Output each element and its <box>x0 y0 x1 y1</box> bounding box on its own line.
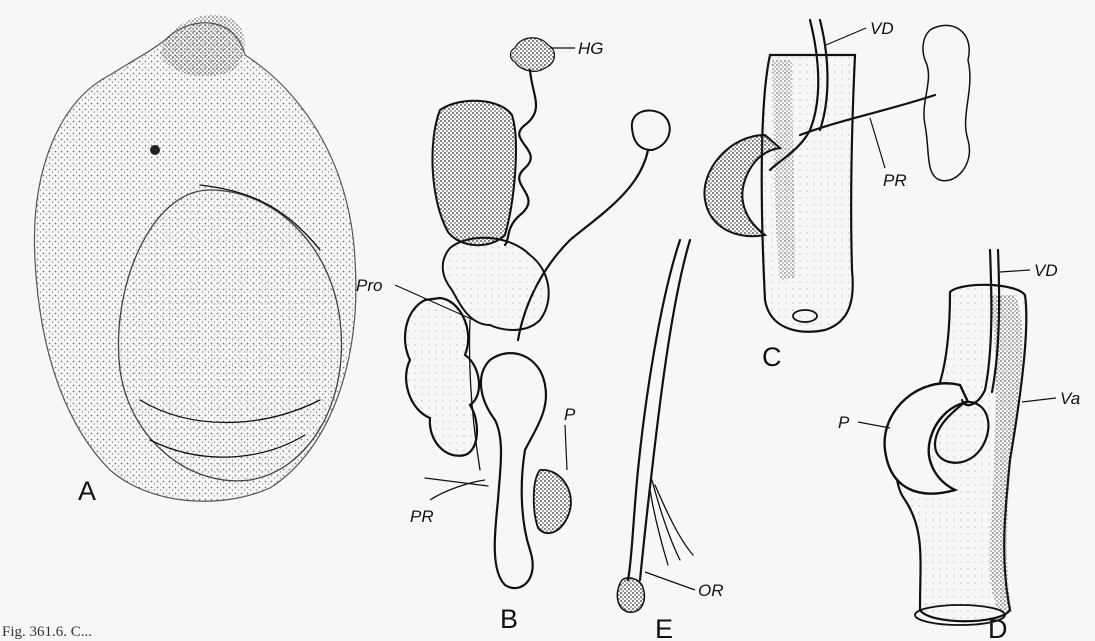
label-pr-c: PR <box>883 171 907 190</box>
shell-spire <box>160 15 245 76</box>
va-leader <box>1022 398 1056 402</box>
label-vd-c: VD <box>870 19 894 38</box>
shell-spot <box>150 145 160 155</box>
label-pr-b: PR <box>410 507 434 526</box>
or-leader <box>645 572 695 590</box>
pr-c-leader <box>870 118 885 168</box>
vd-c-leader <box>826 28 866 45</box>
retractor-fibre <box>650 490 668 565</box>
panel-letter-b: B <box>500 604 518 634</box>
p-b-leader <box>565 425 567 470</box>
penial-retractor-b <box>425 478 488 486</box>
panel-letter-c: C <box>762 342 782 372</box>
pr-b-leader <box>430 480 485 500</box>
label-hg: HG <box>578 39 604 58</box>
p-d-leader <box>858 422 890 428</box>
panel-e-retractor: OR E <box>617 240 723 641</box>
panel-d-penial-complex: VD P Va D <box>838 250 1080 641</box>
label-pro: Pro <box>356 276 382 295</box>
figure-caption: Fig. 361.6. C... <box>2 624 92 640</box>
label-va: Va <box>1060 389 1080 408</box>
retractor-muscle <box>628 240 680 580</box>
label-or: OR <box>698 581 724 600</box>
retractor-tip <box>617 578 644 612</box>
panel-letter-a: A <box>78 476 96 506</box>
panel-c-penial-complex: VD PR C <box>704 19 969 372</box>
panel-letter-d: D <box>988 614 1008 641</box>
retractor-fibre <box>655 485 693 555</box>
penial-complex <box>481 353 546 588</box>
label-p-b: P <box>564 405 576 424</box>
panel-a-shell: A <box>34 15 355 506</box>
spermatheca-bulb <box>632 110 670 150</box>
vd-d-leader <box>1000 270 1030 272</box>
penis-sheath-b <box>534 470 571 533</box>
hermaphrodite-gland <box>510 38 554 72</box>
muscle-attachment-c <box>923 25 970 180</box>
panel-b-reproductive-system: HG Pro P PR B <box>356 38 670 634</box>
oviduct-coils <box>405 298 479 456</box>
label-vd-d: VD <box>1034 261 1058 280</box>
label-p-d: P <box>838 413 850 432</box>
panel-letter-e: E <box>655 614 673 641</box>
albumen-gland <box>432 101 516 245</box>
